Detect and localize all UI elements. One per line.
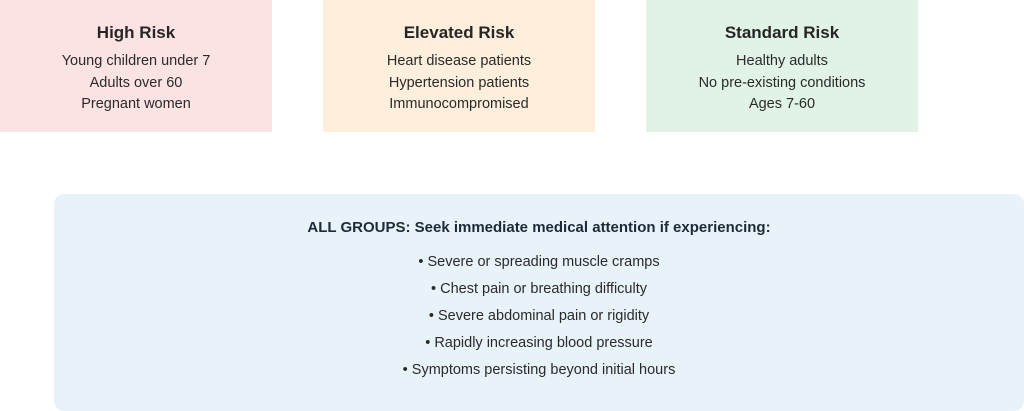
- high-risk-title: High Risk: [96, 23, 176, 42]
- high-risk-box: High Risk Young children under 7 Adults …: [0, 0, 272, 132]
- alert-item: • Severe abdominal pain or rigidity: [428, 308, 650, 324]
- high-risk-line: Pregnant women: [81, 96, 191, 112]
- high-risk-line: Young children under 7: [61, 53, 211, 69]
- alert-item: • Symptoms persisting beyond initial hou…: [402, 362, 676, 378]
- standard-risk-title: Standard Risk: [724, 23, 840, 42]
- standard-risk-line: Healthy adults: [736, 53, 828, 69]
- emergency-alert-box: ALL GROUPS: Seek immediate medical atten…: [54, 194, 1024, 411]
- standard-risk-line: Ages 7-60: [748, 96, 816, 112]
- elevated-risk-box: Elevated Risk Heart disease patients Hyp…: [323, 0, 595, 132]
- high-risk-line: Adults over 60: [89, 74, 183, 91]
- standard-risk-line: No pre-existing conditions: [698, 74, 866, 91]
- elevated-risk-title: Elevated Risk: [403, 23, 515, 42]
- standard-risk-box: Standard Risk Healthy adults No pre-exis…: [646, 0, 918, 132]
- elevated-risk-line: Hypertension patients: [388, 74, 530, 91]
- alert-item: • Chest pain or breathing difficulty: [431, 281, 647, 297]
- alert-item: • Rapidly increasing blood pressure: [425, 335, 653, 351]
- elevated-risk-line: Heart disease patients: [386, 53, 532, 69]
- alert-item: • Severe or spreading muscle cramps: [418, 254, 660, 270]
- elevated-risk-line: Immunocompromised: [389, 96, 529, 112]
- alert-title: ALL GROUPS: Seek immediate medical atten…: [307, 219, 771, 236]
